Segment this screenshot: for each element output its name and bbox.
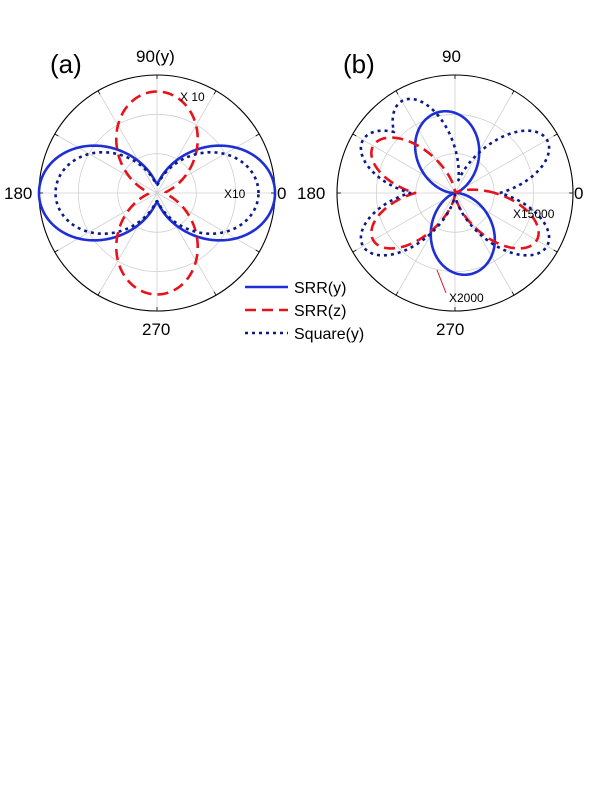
grid-spoke-1-330 bbox=[454, 192, 558, 253]
grid-spoke-0-240 bbox=[97, 192, 158, 296]
grid-b bbox=[336, 74, 574, 312]
polar-tick-0-300 bbox=[213, 291, 217, 296]
series-srr-z-panel-1 bbox=[370, 136, 540, 250]
grid-spoke-1-60 bbox=[454, 90, 515, 194]
annotation-x2000-pointer bbox=[436, 269, 447, 294]
polar-tick-1-120 bbox=[395, 90, 399, 95]
legend-item-srr-y: SRR(y) bbox=[245, 280, 346, 297]
angle-label-0-b: 0 bbox=[574, 184, 583, 203]
angle-label-90-b: 90 bbox=[442, 47, 461, 66]
legend-item-square-y: Square(y) bbox=[245, 326, 364, 343]
grid-spoke-1-300 bbox=[454, 192, 515, 296]
grid-spoke-1-240 bbox=[395, 192, 456, 296]
polar-tick-1-300 bbox=[511, 291, 515, 296]
grid-spoke-1-120 bbox=[395, 90, 456, 194]
annotation-x10-right: X10 bbox=[224, 187, 246, 201]
angle-label-90-a: 90(y) bbox=[136, 47, 175, 66]
polar-tick-1-30 bbox=[553, 133, 558, 137]
panel-label-b: (b) bbox=[343, 49, 375, 79]
polar-tick-0-30 bbox=[255, 133, 260, 137]
angle-label-0-a: 0 bbox=[277, 184, 286, 203]
grid-spoke-0-30 bbox=[156, 133, 260, 194]
grid-spoke-0-60 bbox=[156, 90, 217, 194]
grid-spoke-1-150 bbox=[352, 133, 456, 194]
series-srr-z-panel-0 bbox=[114, 90, 200, 296]
angle-label-180-a: 180 bbox=[4, 184, 32, 203]
angle-label-270-b: 270 bbox=[436, 320, 464, 339]
grid-spoke-0-330 bbox=[156, 192, 260, 253]
curves-a bbox=[37, 90, 277, 296]
series-square-y-panel-1 bbox=[359, 97, 551, 257]
legend-label-srr-z: SRR(z) bbox=[294, 303, 346, 320]
polar-tick-0-150 bbox=[54, 133, 59, 137]
legend-item-srr-z: SRR(z) bbox=[245, 303, 346, 320]
polar-tick-1-150 bbox=[352, 133, 357, 137]
legend: SRR(y) SRR(z) Square(y) bbox=[245, 280, 364, 343]
polar-panel-b: (b) 90 180 0 270 X15000 X2000 bbox=[297, 47, 583, 339]
series-srr-y-panel-0 bbox=[37, 144, 277, 242]
annotation-x10-top: X 10 bbox=[180, 90, 205, 104]
polar-tick-0-330 bbox=[255, 249, 260, 253]
polar-tick-1-330 bbox=[553, 249, 558, 253]
polar-tick-0-240 bbox=[97, 291, 101, 296]
grid-spoke-1-30 bbox=[454, 133, 558, 194]
grid-spoke-0-300 bbox=[156, 192, 217, 296]
polar-tick-1-240 bbox=[395, 291, 399, 296]
legend-label-srr-y: SRR(y) bbox=[294, 280, 346, 297]
annotation-x2000: X2000 bbox=[449, 291, 484, 305]
grid-spoke-0-120 bbox=[97, 90, 158, 194]
polar-tick-1-60 bbox=[511, 90, 515, 95]
grid-spoke-0-150 bbox=[54, 133, 158, 194]
polar-tick-1-210 bbox=[352, 249, 357, 253]
legend-label-square-y: Square(y) bbox=[294, 326, 364, 343]
polar-tick-0-60 bbox=[213, 90, 217, 95]
polar-tick-0-210 bbox=[54, 249, 59, 253]
grid-spoke-1-210 bbox=[352, 192, 456, 253]
polar-panel-a: (a) 90(y) 180 0 270 X 10 X10 bbox=[4, 47, 286, 339]
curves-b bbox=[359, 97, 551, 277]
panel-label-a: (a) bbox=[50, 49, 82, 79]
polar-tick-0-120 bbox=[97, 90, 101, 95]
annotation-x15000: X15000 bbox=[513, 207, 555, 221]
grid-spoke-0-210 bbox=[54, 192, 158, 253]
angle-label-180-b: 180 bbox=[297, 184, 325, 203]
angle-label-270-a: 270 bbox=[142, 320, 170, 339]
